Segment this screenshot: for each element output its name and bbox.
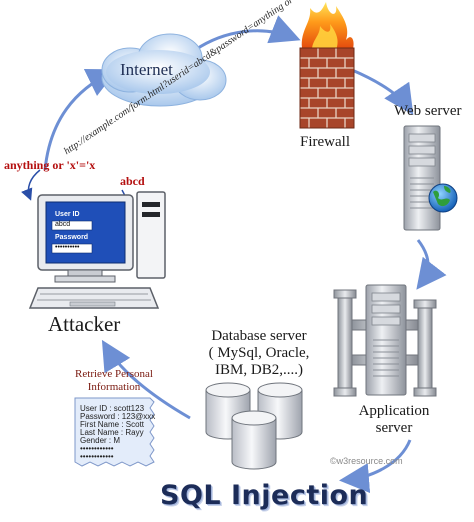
internet-cloud-icon [101, 33, 227, 107]
login-userid-field: abcd [55, 221, 71, 228]
database-cylinder [231, 410, 277, 470]
application-server-label: Application server [344, 403, 444, 437]
database-server-line2: ( MySql, Oracle, [208, 345, 310, 361]
internet-label: Internet [120, 60, 173, 79]
flow-arrows [43, 15, 447, 494]
retrieve-line1: Retrieve Personal [75, 368, 153, 380]
firewall-icon [299, 2, 355, 129]
database-server-label: Database server ( MySql, Oracle, IBM, DB… [184, 328, 334, 379]
database-server-line3: IBM, DB2,....) [215, 362, 303, 378]
arrow-appserver-to-database [339, 439, 412, 494]
application-server-line2: server [375, 420, 413, 436]
login-password-label: Password [55, 234, 89, 241]
personal-info-line: Gender : M [80, 436, 121, 445]
personal-info-line: •••••••••••• [80, 444, 114, 453]
personal-info-line: Password : 123@xxx [80, 412, 156, 421]
arrow-attacker-to-internet [43, 69, 118, 171]
attacker-computer-icon [28, 191, 166, 309]
injected-password-label: anything or 'x'='x [4, 158, 96, 172]
personal-info-line: •••••••••••• [80, 452, 114, 461]
arrow-injection-password [21, 169, 41, 201]
personal-info-line: First Name : Scott [80, 420, 145, 429]
watermark-text: ©w3resource.com [330, 456, 403, 466]
retrieve-line2: Information [87, 381, 141, 393]
web-server-label: Web server [394, 103, 462, 119]
arrow-firewall-to-webserver [351, 68, 414, 115]
attacker-label: Attacker [48, 312, 121, 336]
arrow-webserver-to-appserver [416, 239, 447, 290]
injected-userid-label: abcd [120, 174, 145, 188]
database-icon [205, 382, 303, 470]
arrow-internet-to-firewall [194, 15, 301, 52]
application-server-line1: Application [358, 403, 430, 419]
firewall-label: Firewall [300, 134, 350, 150]
application-server-icon [333, 284, 437, 397]
web-server-icon [403, 125, 458, 231]
personal-info-line: Last Name : Rayy [80, 428, 144, 437]
login-userid-label: User ID [55, 211, 80, 218]
arrow-database-to-attacker [101, 339, 191, 420]
retrieve-info-label: Retrieve Personal Information [62, 368, 166, 394]
login-password-field: •••••••••• [55, 244, 80, 251]
database-server-line1: Database server [211, 328, 307, 344]
personal-info-paper-icon [74, 397, 155, 467]
page-title: SQL Injection [160, 480, 369, 511]
personal-info-line: User ID : scott123 [80, 404, 145, 413]
